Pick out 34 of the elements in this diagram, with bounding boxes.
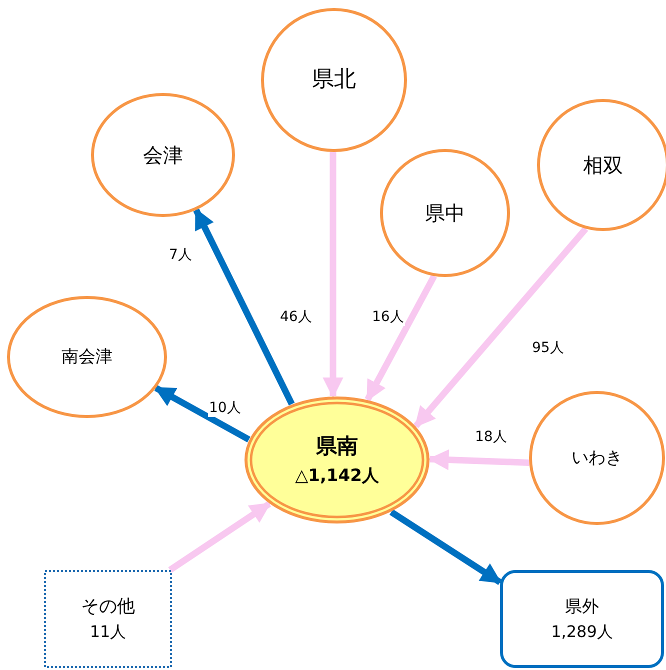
arrow bbox=[168, 501, 272, 573]
arrow bbox=[154, 385, 250, 442]
edge-label: 46人 bbox=[279, 308, 313, 326]
region-name: 県北 bbox=[312, 66, 356, 94]
edge-label: 7人 bbox=[168, 246, 193, 264]
count-text: 1,289人 bbox=[551, 622, 613, 642]
count-text: 11人 bbox=[90, 622, 126, 644]
rounded-box bbox=[500, 570, 664, 668]
region-ellipse bbox=[244, 396, 430, 524]
region-name: 南会津 bbox=[62, 346, 112, 368]
count-text: △1,142人 bbox=[295, 464, 379, 487]
region-name: その他 bbox=[81, 594, 135, 618]
edge-label: 16人 bbox=[371, 308, 405, 326]
edge-label: 95人 bbox=[531, 339, 565, 357]
region-name: 県中 bbox=[425, 200, 465, 226]
region-circle bbox=[261, 8, 407, 152]
region-name: いわき bbox=[572, 446, 622, 470]
arrow bbox=[428, 449, 530, 470]
region-name: 会津 bbox=[143, 142, 183, 168]
region-circle bbox=[91, 93, 235, 217]
arrow bbox=[413, 226, 588, 428]
region-name: 相双 bbox=[583, 152, 623, 178]
region-circle bbox=[380, 149, 510, 277]
region-circle bbox=[529, 391, 665, 525]
arrow bbox=[390, 509, 502, 585]
arrow bbox=[193, 208, 295, 406]
arrow bbox=[364, 274, 437, 402]
region-name: 県外 bbox=[565, 596, 599, 618]
edge-label: 18人 bbox=[474, 428, 508, 446]
edge-label: 10人 bbox=[208, 399, 242, 417]
arrow bbox=[322, 152, 344, 398]
region-name: 県南 bbox=[316, 433, 358, 460]
dotted-box bbox=[44, 570, 172, 668]
region-circle bbox=[7, 296, 167, 418]
